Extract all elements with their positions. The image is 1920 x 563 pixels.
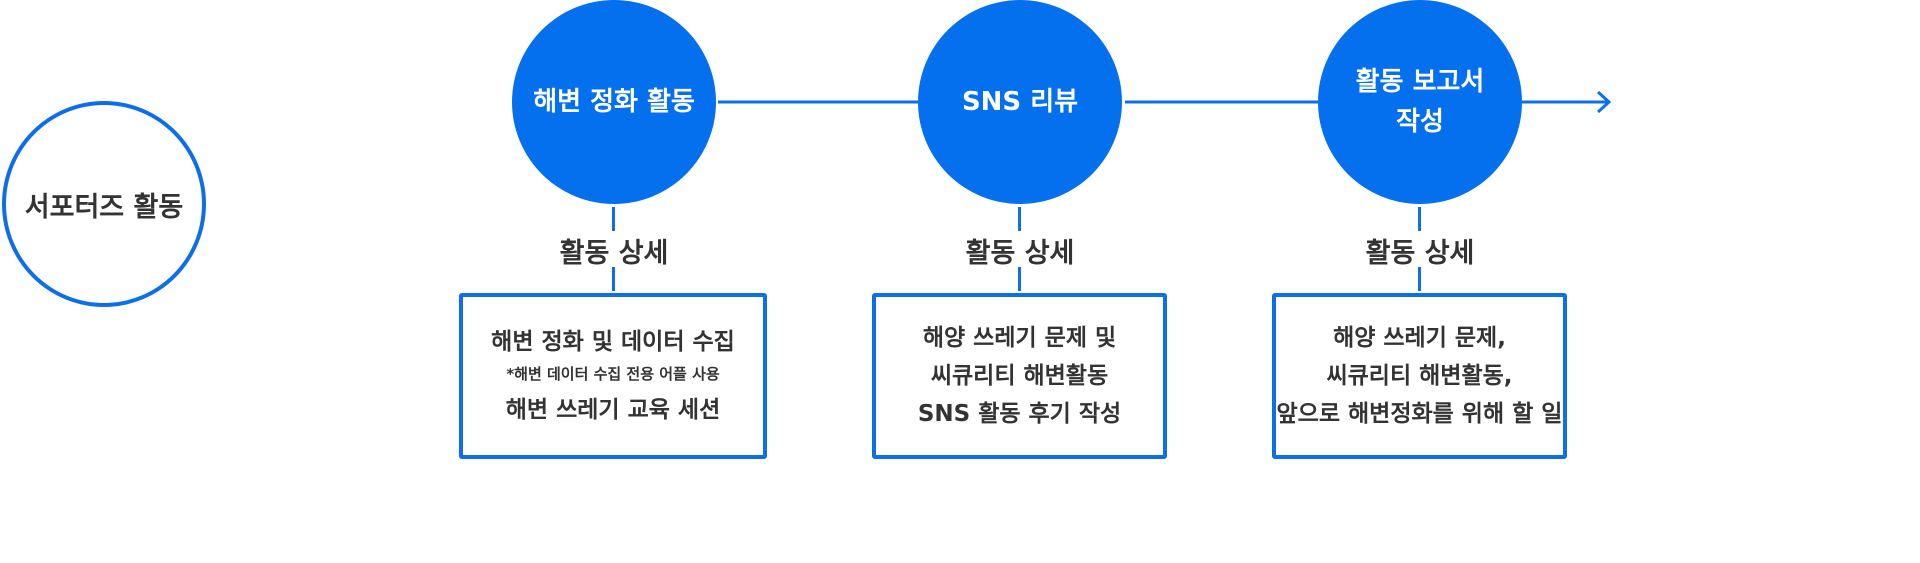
- detail-label: 활동 상세: [1365, 238, 1475, 269]
- connector-line: [1018, 267, 1021, 291]
- detail-box: 해양 쓰레기 문제, 씨큐리티 해변활동, 앞으로 해변정화를 위해 할 일: [1272, 293, 1567, 459]
- detail-line: SNS 활동 후기 작성: [917, 401, 1122, 427]
- connector-line: [612, 267, 615, 291]
- step-title-line: 작성: [1396, 107, 1444, 137]
- detail-label: 활동 상세: [559, 238, 669, 269]
- step-circle-beach-cleanup: 해변 정화 활동: [512, 0, 716, 204]
- supporter-label: 서포터즈 활동: [24, 191, 184, 223]
- detail-line: 씨큐리티 해변활동,: [1326, 363, 1513, 389]
- step-circle-sns-review: SNS 리뷰: [918, 0, 1122, 204]
- detail-line: 해변 정화 및 데이터 수집: [491, 329, 735, 355]
- step-title-line: 활동 보고서: [1355, 67, 1485, 97]
- detail-line: 씨큐리티 해변활동: [930, 363, 1109, 389]
- step-title-line: SNS 리뷰: [961, 87, 1079, 117]
- detail-line: 앞으로 해변정화를 위해 할 일: [1276, 401, 1563, 427]
- supporter-circle: 서포터즈 활동: [2, 101, 206, 307]
- detail-line: 해변 쓰레기 교육 세션: [505, 397, 721, 423]
- connector-line: [612, 207, 615, 231]
- connector-line: [1418, 207, 1421, 231]
- step-circle-activity-report: 활동 보고서 작성: [1318, 0, 1522, 204]
- step-title-line: 해변 정화 활동: [533, 87, 695, 117]
- connector-line: [1018, 207, 1021, 231]
- detail-line: 해양 쓰레기 문제,: [1333, 325, 1506, 351]
- detail-line: 해양 쓰레기 문제 및: [922, 325, 1117, 351]
- connector-line: [1418, 267, 1421, 291]
- detail-box: 해양 쓰레기 문제 및 씨큐리티 해변활동 SNS 활동 후기 작성: [872, 293, 1167, 459]
- detail-note: *해변 데이터 수집 전용 어플 사용: [506, 365, 720, 383]
- detail-label: 활동 상세: [965, 238, 1075, 269]
- detail-box: 해변 정화 및 데이터 수집 *해변 데이터 수집 전용 어플 사용 해변 쓰레…: [459, 293, 767, 459]
